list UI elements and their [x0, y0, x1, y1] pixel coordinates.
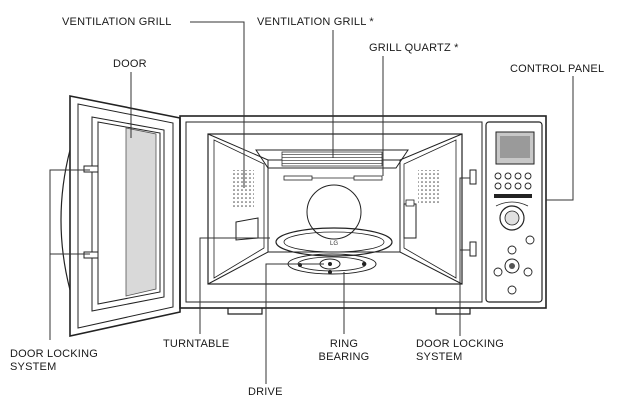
label-door: DOOR — [113, 58, 147, 70]
control-panel — [485, 121, 543, 303]
microwave-body — [179, 115, 547, 315]
svg-text:LG: LG — [330, 241, 338, 247]
label-drive: DRIVE — [248, 386, 283, 398]
label-door-locking-left-line1: DOOR LOCKING — [10, 348, 98, 360]
label-control-panel: CONTROL PANEL — [510, 63, 605, 75]
label-turntable: TURNTABLE — [163, 338, 230, 350]
door — [60, 95, 181, 337]
label-door-locking-left-line2: SYSTEM — [10, 361, 57, 373]
door-window — [125, 127, 157, 297]
ventilation-grill-left-dots — [232, 170, 254, 208]
label-door-locking-right-line2: SYSTEM — [416, 351, 463, 363]
ventilation-grill-top — [255, 149, 409, 181]
label-ring-bearing: RING BEARING — [314, 338, 374, 364]
door-locking-slot-bottom — [469, 241, 477, 257]
label-ventilation-grill-star: VENTILATION GRILL * — [257, 16, 374, 28]
turntable: LG — [275, 227, 393, 257]
waveguide-cover — [403, 203, 417, 239]
label-door-locking-right-line1: DOOR LOCKING — [416, 338, 504, 350]
label-grill-quartz: GRILL QUARTZ * — [369, 42, 459, 54]
door-locking-slot-top — [469, 169, 477, 185]
grill-quartz — [283, 175, 313, 181]
door-latch-bottom — [83, 251, 99, 259]
label-ventilation-grill: VENTILATION GRILL — [62, 16, 172, 28]
label-ring-bearing-line2: BEARING — [318, 351, 370, 363]
door-latch-top — [83, 165, 99, 173]
control-dial — [499, 205, 525, 231]
ventilation-grill-right-dots — [418, 170, 440, 204]
leader-lines — [49, 21, 574, 384]
label-door-locking-system-left: DOOR LOCKING SYSTEM — [10, 348, 98, 374]
label-door-locking-system-right: DOOR LOCKING SYSTEM — [416, 338, 504, 364]
label-ring-bearing-line1: RING — [329, 338, 359, 350]
